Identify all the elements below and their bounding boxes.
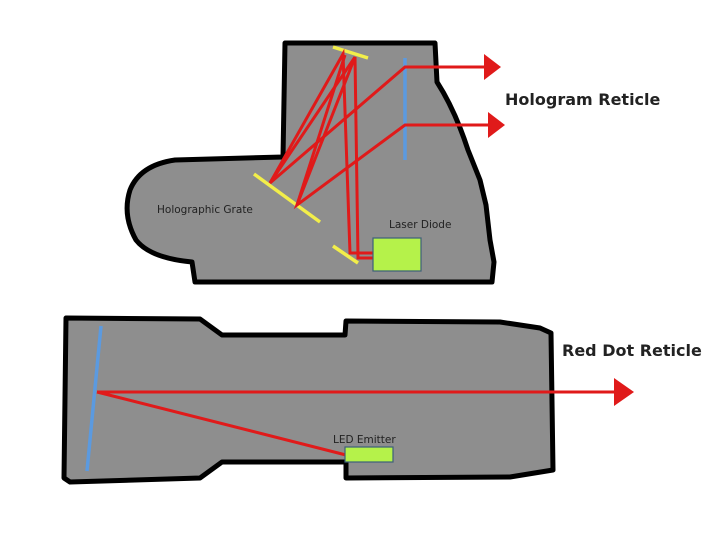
emitter-beam (96, 390, 347, 457)
led-emitter (344, 446, 394, 463)
red-dot-sight: Red Dot Reticle LED Emitter (61, 315, 702, 485)
reticle-lens (85, 325, 103, 472)
holographic-grate-label: Holographic Grate (157, 204, 253, 216)
hologram-reticle-label: Hologram Reticle (505, 90, 661, 109)
bottom-mirror (332, 244, 359, 265)
led-emitter-label: LED Emitter (333, 434, 396, 446)
holographic-sight: Hologram Reticle Holographic Grate Laser… (124, 40, 661, 285)
holographic-grate (252, 172, 322, 224)
hologram-arrow-bottom-icon (488, 112, 505, 138)
hologram-arrow-top-icon (484, 54, 501, 80)
red-dot-arrow-icon (614, 378, 634, 406)
red-dot-sight-body (61, 315, 556, 485)
top-mirror (332, 45, 369, 60)
red-dot-reticle-label: Red Dot Reticle (562, 341, 702, 360)
laser-beams (268, 48, 490, 260)
laser-diode (372, 237, 422, 272)
laser-diode-label: Laser Diode (389, 219, 451, 231)
